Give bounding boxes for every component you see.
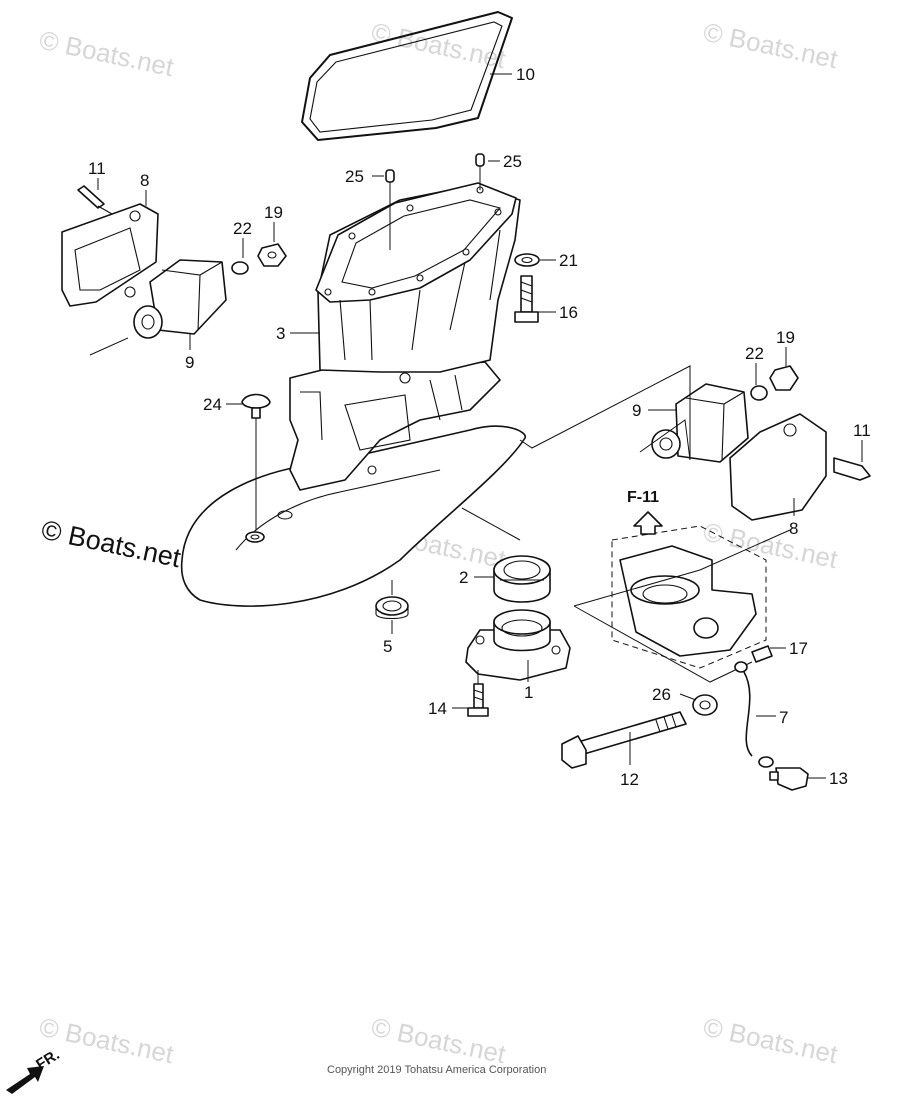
watermark-middle-right: © Boats.net <box>701 517 841 575</box>
right-mount-assembly <box>519 365 871 521</box>
callout-9-right: 9 <box>632 401 641 420</box>
part-1-holder <box>465 609 571 681</box>
part-19-nut-right <box>769 365 799 391</box>
left-mount-assembly <box>61 185 287 356</box>
front-direction-indicator: FR. <box>6 1046 63 1094</box>
copyright-text: Copyright 2019 Tohatsu America Corporati… <box>327 1064 546 1076</box>
part-7-ground-wire <box>734 661 774 768</box>
callout-16: 16 <box>559 303 578 322</box>
part-21-washer <box>514 253 540 267</box>
part-10-gasket <box>301 11 513 141</box>
part-14-bolt <box>467 670 489 717</box>
callout-19-right: 19 <box>776 328 795 347</box>
part-12-bolt <box>561 711 687 769</box>
part-16-bolt <box>514 275 539 323</box>
callout-25-right: 25 <box>503 152 522 171</box>
callout-19-left: 19 <box>264 203 283 222</box>
callout-26: 26 <box>652 685 671 704</box>
part-3-drive-shaft-housing <box>180 182 526 607</box>
part-9-rubber-mount-right <box>675 383 749 463</box>
part-5-seal <box>375 580 409 620</box>
reference-assembly-f11 <box>573 511 791 683</box>
watermark-top-left: © Boats.net <box>37 25 177 83</box>
part-11-bolt-right <box>833 457 871 481</box>
part-11-bolt-left <box>77 185 105 209</box>
front-arrow-icon <box>6 1066 44 1094</box>
main-watermark: © Boats.net <box>39 515 184 574</box>
part-25-dowel-pins <box>385 153 485 250</box>
part-19-nut-left <box>257 243 287 267</box>
reference-arrow-icon <box>633 511 663 535</box>
callout-2: 2 <box>459 568 468 587</box>
callout-12: 12 <box>620 770 639 789</box>
part-8-bracket-left <box>61 203 159 307</box>
callout-11-left: 11 <box>88 159 106 178</box>
callout-22-left: 22 <box>233 219 252 238</box>
callout-9-left: 9 <box>185 353 194 372</box>
callout-5: 5 <box>383 637 392 656</box>
callout-8-left: 8 <box>140 171 149 190</box>
part-24-plug <box>241 393 271 530</box>
leader-lines <box>97 73 863 779</box>
callout-14: 14 <box>428 699 447 718</box>
callout-8-right: 8 <box>789 519 798 538</box>
watermark-top-center: © Boats.net <box>369 17 509 75</box>
callout-25-left: 25 <box>345 167 364 186</box>
watermark-bottom-right: © Boats.net <box>701 1012 841 1070</box>
callout-numbers: 10 25 25 21 16 3 24 11 8 22 19 9 9 22 19… <box>88 65 871 789</box>
callout-24: 24 <box>203 395 222 414</box>
part-22-washer-left <box>231 261 249 275</box>
part-22-washer-right <box>750 385 768 401</box>
callout-10: 10 <box>516 65 535 84</box>
part-26-washer <box>692 694 718 716</box>
callout-22-right: 22 <box>745 344 764 363</box>
callout-7: 7 <box>779 708 788 727</box>
part-17-bolt <box>751 645 773 663</box>
callout-1: 1 <box>524 683 533 702</box>
callout-3: 3 <box>276 324 285 343</box>
part-13-bolt <box>769 767 809 791</box>
callout-11-right: 11 <box>853 421 871 440</box>
part-8-bracket-right <box>729 413 827 521</box>
callout-13: 13 <box>829 769 848 788</box>
part-2-bearing <box>493 555 551 603</box>
watermark-top-right: © Boats.net <box>701 17 841 75</box>
callout-21: 21 <box>559 251 578 270</box>
watermark-bottom-center: © Boats.net <box>369 1012 509 1070</box>
callout-17: 17 <box>789 639 808 658</box>
reference-label-f11: F-11 <box>627 489 659 506</box>
